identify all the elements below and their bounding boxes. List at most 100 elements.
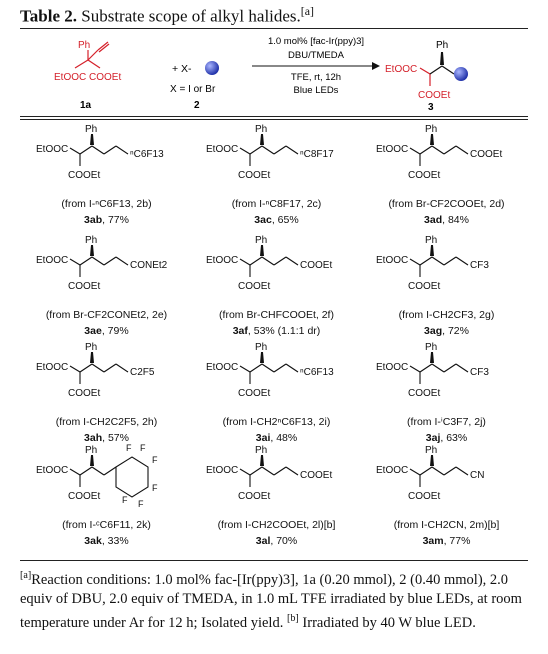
ester-bottom: COOEt xyxy=(238,170,270,181)
ester-bottom: COOEt xyxy=(408,491,440,502)
entry-code: 3am xyxy=(422,535,444,547)
entry-source: (from I-CH2CF3, 2g) xyxy=(398,309,495,321)
product-ester-left: EtOOC xyxy=(385,64,417,75)
mid-rule-2 xyxy=(20,119,528,120)
table-label: Table 2. xyxy=(20,6,78,26)
entry-source: (from I-ⁿC8F17, 2c) xyxy=(231,198,322,210)
ester-bottom: COOEt xyxy=(408,170,440,181)
reagent-x-def: X = I or Br xyxy=(170,84,216,95)
reactant-esters: EtOOC COOEt xyxy=(54,72,121,83)
entry-yield-value: , 48% xyxy=(270,432,298,444)
fluorine-label: F xyxy=(152,455,158,465)
entry-source: (from I-CH2CN, 2m)[b] xyxy=(393,519,500,531)
entry-yield: 3ak, 33% xyxy=(22,535,191,547)
entry-yield: 3ab, 77% xyxy=(22,214,191,226)
ester-left: EtOOC xyxy=(36,465,68,476)
entry-source: (from I-CH2ⁿC6F13, 2i) xyxy=(222,416,331,428)
entry-code: 3ag xyxy=(424,325,443,337)
entry-yield-value: , 65% xyxy=(271,214,299,226)
ph-label: Ph xyxy=(85,445,97,456)
ester-left: EtOOC xyxy=(376,465,408,476)
fluorine-label: F xyxy=(122,495,128,505)
entry-yield: 3ac, 65% xyxy=(192,214,361,226)
ester-left: EtOOC xyxy=(376,144,408,155)
entry-source: (from I-ⁱC3F7, 2j) xyxy=(407,416,486,428)
substituent-label: COOEt xyxy=(300,260,332,271)
reactant-number: 1a xyxy=(80,100,92,111)
entry-yield: 3ah, 57% xyxy=(22,432,191,444)
entry-yield-value: , 53% (1.1:1 dr) xyxy=(247,325,321,337)
ester-bottom: COOEt xyxy=(238,388,270,399)
product-number: 3 xyxy=(428,102,434,113)
entry-yield: 3ag, 72% xyxy=(362,325,531,337)
ester-bottom: COOEt xyxy=(68,491,100,502)
ph-label: Ph xyxy=(425,124,437,135)
footnote-b-mark: [b] xyxy=(286,612,299,624)
condition-solvent: TFE, rt, 12h xyxy=(291,72,341,83)
condition-light: Blue LEDs xyxy=(294,85,339,96)
product-sphere-icon xyxy=(454,67,468,81)
entry-source: (from I-CH2COOEt, 2l)[b] xyxy=(217,519,336,531)
entry-yield: 3al, 70% xyxy=(192,535,361,547)
substituent-label: CN xyxy=(470,470,484,481)
entry-code: 3ak xyxy=(84,535,102,547)
ph-label: Ph xyxy=(425,342,437,353)
condition-catalyst: 1.0 mol% [fac-Ir(ppy)3] xyxy=(268,36,364,47)
condition-base: DBU/TMEDA xyxy=(288,50,345,61)
reagent-prefix: + X- xyxy=(172,63,192,75)
entry-code: 3ac xyxy=(254,214,272,226)
fluorine-label: F xyxy=(126,443,132,453)
entry-yield-value: , 57% xyxy=(102,432,129,444)
substituent-label: CF3 xyxy=(470,367,489,378)
footnote-a-text: Reaction conditions: 1.0 mol% fac-[Ir(pp… xyxy=(20,571,522,631)
substituent-label: ⁿC8F17 xyxy=(300,149,334,160)
entry-yield-value: , 63% xyxy=(440,432,468,444)
entry-source: (from I-ᶜC6F11, 2k) xyxy=(62,519,151,531)
ester-bottom: COOEt xyxy=(238,491,270,502)
sphere-icon xyxy=(205,61,219,75)
entry-yield-value: , 33% xyxy=(101,535,129,547)
ester-bottom: COOEt xyxy=(68,281,100,292)
entry-yield-value: , 72% xyxy=(442,325,469,337)
mid-rule xyxy=(20,116,528,117)
ph-label: Ph xyxy=(255,235,267,246)
ester-bottom: COOEt xyxy=(238,281,270,292)
ph-label: Ph xyxy=(255,445,267,456)
entry-yield: 3am, 77% xyxy=(362,535,531,547)
entry-source: (from I-ⁿC6F13, 2b) xyxy=(61,198,152,210)
table-caption: Substrate scope of alkyl halides. xyxy=(81,6,301,26)
entry-source: (from Br-CHFCOOEt, 2f) xyxy=(219,309,334,321)
entry-code: 3aj xyxy=(425,432,441,444)
entry-code: 3ah xyxy=(84,432,103,444)
fluorine-label: F xyxy=(152,483,158,493)
reactant-1a xyxy=(74,41,110,69)
ester-bottom: COOEt xyxy=(408,388,440,399)
entry-source: (from Br-CF2COOEt, 2d) xyxy=(388,198,505,210)
ester-left: EtOOC xyxy=(206,362,238,373)
ester-left: EtOOC xyxy=(206,144,238,155)
ester-bottom: COOEt xyxy=(68,388,100,399)
footnote-b-text: Irradiated by 40 W blue LED. xyxy=(302,614,476,631)
entry-code: 3ae xyxy=(84,325,102,337)
substituent-label: C2F5 xyxy=(130,367,155,378)
entry-source: (from I-CH2C2F5, 2h) xyxy=(55,416,158,428)
caption-note: [a] xyxy=(300,4,314,18)
entry-yield: 3ad, 84% xyxy=(362,214,531,226)
ester-left: EtOOC xyxy=(376,362,408,373)
ph-label: Ph xyxy=(255,124,267,135)
footnote-a-mark: [a] xyxy=(20,570,32,581)
ph-label: Ph xyxy=(85,235,97,246)
entry-yield: 3ai, 48% xyxy=(192,432,361,444)
product-ester-bottom: COOEt xyxy=(418,90,450,101)
substituent-label: ⁿC6F13 xyxy=(300,367,334,378)
ester-left: EtOOC xyxy=(206,255,238,266)
